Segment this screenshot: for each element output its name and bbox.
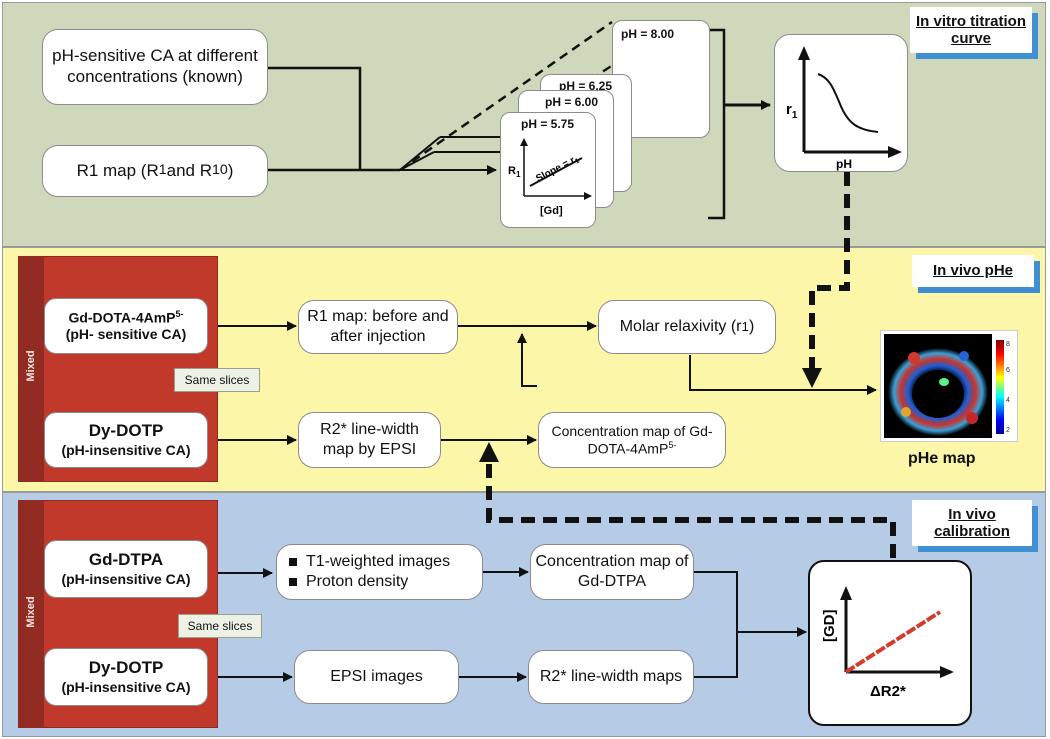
- colorbar-tick-2: 2: [1006, 427, 1010, 434]
- phe-heatmap-image: 8 6 4 2: [884, 334, 1010, 438]
- dy-dotp-phe-desc: (pH-insensitive CA): [61, 441, 191, 458]
- gd-dota-4amp-text: Gd-DOTA-4AmP5- (pH- sensitive CA): [66, 309, 187, 344]
- calibration-line: [844, 610, 942, 674]
- bullet-square-icon: [289, 558, 297, 567]
- epsi-images-box: EPSI images: [294, 650, 459, 704]
- t1-list: T1-weighted images Proton density: [289, 552, 450, 591]
- concentration-map-gd-dtpa-box: Concentration map of Gd-DTPA: [530, 544, 694, 600]
- conc-map-sup: 5-: [668, 439, 677, 450]
- phe-mixed-label: Mixed: [25, 350, 37, 382]
- ph-card-625-label: pH = 6.25: [559, 79, 613, 93]
- dy-dotp-calib-name: Dy-DOTP: [88, 658, 164, 678]
- colorbar-tick-6: 6: [1006, 367, 1010, 374]
- section-title-in-vivo-calibration: In vivo calibration: [912, 500, 1032, 546]
- section-title-in-vitro: In vitro titration curve: [910, 7, 1032, 53]
- bullet-square-icon: [289, 577, 297, 586]
- titration-xlabel: pH: [836, 157, 852, 171]
- r1-before-after-box: R1 map: before and after injection: [298, 300, 458, 354]
- phe-mixed-strip: [18, 256, 44, 482]
- t1-item-1: T1-weighted images: [289, 552, 450, 572]
- r1-map-end: ): [227, 160, 234, 180]
- colorbar-tick-8: 8: [1006, 341, 1010, 348]
- gd-dtpa-box: Gd-DTPA(pH-insensitive CA): [44, 540, 208, 598]
- ph-card-800-label: pH = 8.00: [621, 27, 675, 41]
- r1-map-mid: and R: [166, 160, 212, 180]
- gd-dota-sup: 5-: [175, 308, 184, 319]
- titration-ylabel: r1: [786, 101, 798, 121]
- calib-mixed-label: Mixed: [25, 596, 37, 628]
- t1-item-1-text: T1-weighted images: [306, 553, 451, 571]
- phe-map-label: pHe map: [908, 450, 976, 467]
- front-card-plot: Slope = r1 R1 [Gd]: [508, 138, 592, 217]
- colorbar-tick-4: 4: [1006, 397, 1010, 404]
- conc-map-gd-dota-text: Concentration map of Gd-DOTA-4AmP5-: [543, 423, 721, 458]
- ph-card-600-label: pH = 6.00: [545, 95, 599, 109]
- titration-curve-box: [774, 34, 908, 172]
- conc-map-text: Concentration map of Gd-DOTA-4AmP: [551, 422, 713, 457]
- calib-mixed-strip: [18, 500, 44, 728]
- t1-item-2-text: Proton density: [306, 573, 409, 590]
- r2-linewidth-epsi-box: R2* line-width map by EPSI: [298, 412, 441, 468]
- gd-dtpa-name: Gd-DTPA: [88, 550, 164, 570]
- gd-dtpa-text: Gd-DTPA(pH-insensitive CA): [61, 550, 190, 588]
- section-title-in-vivo-phe: In vivo pHe: [912, 255, 1034, 287]
- gd-dota-desc: (pH- sensitive CA): [65, 326, 187, 343]
- gd-dota-4amp-box: Gd-DOTA-4AmP5- (pH- sensitive CA): [44, 298, 208, 354]
- same-slices-calib: Same slices: [178, 614, 262, 638]
- r2-linewidth-maps-box: R2* line-width maps: [528, 650, 694, 704]
- ph-card-575-label: pH = 5.75: [521, 117, 575, 131]
- front-plot-ylabel: R1: [508, 165, 521, 179]
- concentration-map-gd-dota-box: Concentration map of Gd-DOTA-4AmP5-: [538, 412, 726, 468]
- r1-map-sub2: 10: [212, 162, 228, 179]
- gd-dtpa-desc: (pH-insensitive CA): [61, 570, 191, 587]
- dy-dotp-calib-box: Dy-DOTP(pH-insensitive CA): [44, 648, 208, 706]
- gd-dota-name: Gd-DOTA-4AmP: [68, 309, 176, 326]
- t1-proton-box: T1-weighted images Proton density: [276, 544, 483, 600]
- ph-card-575: pH = 5.75: [500, 112, 596, 228]
- front-plot-slope: Slope = r1: [534, 153, 581, 185]
- molar-relaxivity-text: Molar relaxivity (r: [619, 318, 742, 336]
- r1-map-sub1: 1: [158, 162, 167, 179]
- same-slices-phe: Same slices: [174, 368, 260, 392]
- calibration-plot: [GD] ΔR2*: [821, 586, 954, 700]
- titration-plot: r1 pH: [786, 46, 902, 171]
- front-plot-xlabel: [Gd]: [540, 205, 563, 217]
- molar-relaxivity-sub: 1: [741, 318, 749, 334]
- t1-item-2: Proton density: [289, 572, 450, 592]
- dy-dotp-calib-desc: (pH-insensitive CA): [61, 678, 191, 695]
- calib-xlabel: ΔR2*: [870, 683, 906, 700]
- dy-dotp-phe-name: Dy-DOTP: [88, 421, 164, 441]
- r1-map-text: R1 map (R: [76, 160, 159, 180]
- dy-dotp-calib-text: Dy-DOTP(pH-insensitive CA): [61, 658, 190, 696]
- ca-concentrations-box: pH-sensitive CA at different concentrati…: [42, 29, 268, 105]
- dy-dotp-phe-box: Dy-DOTP(pH-insensitive CA): [44, 412, 208, 468]
- molar-relaxivity-end: ): [748, 318, 755, 336]
- calib-ylabel: [GD]: [821, 610, 838, 643]
- dy-dotp-phe-text: Dy-DOTP(pH-insensitive CA): [61, 421, 190, 459]
